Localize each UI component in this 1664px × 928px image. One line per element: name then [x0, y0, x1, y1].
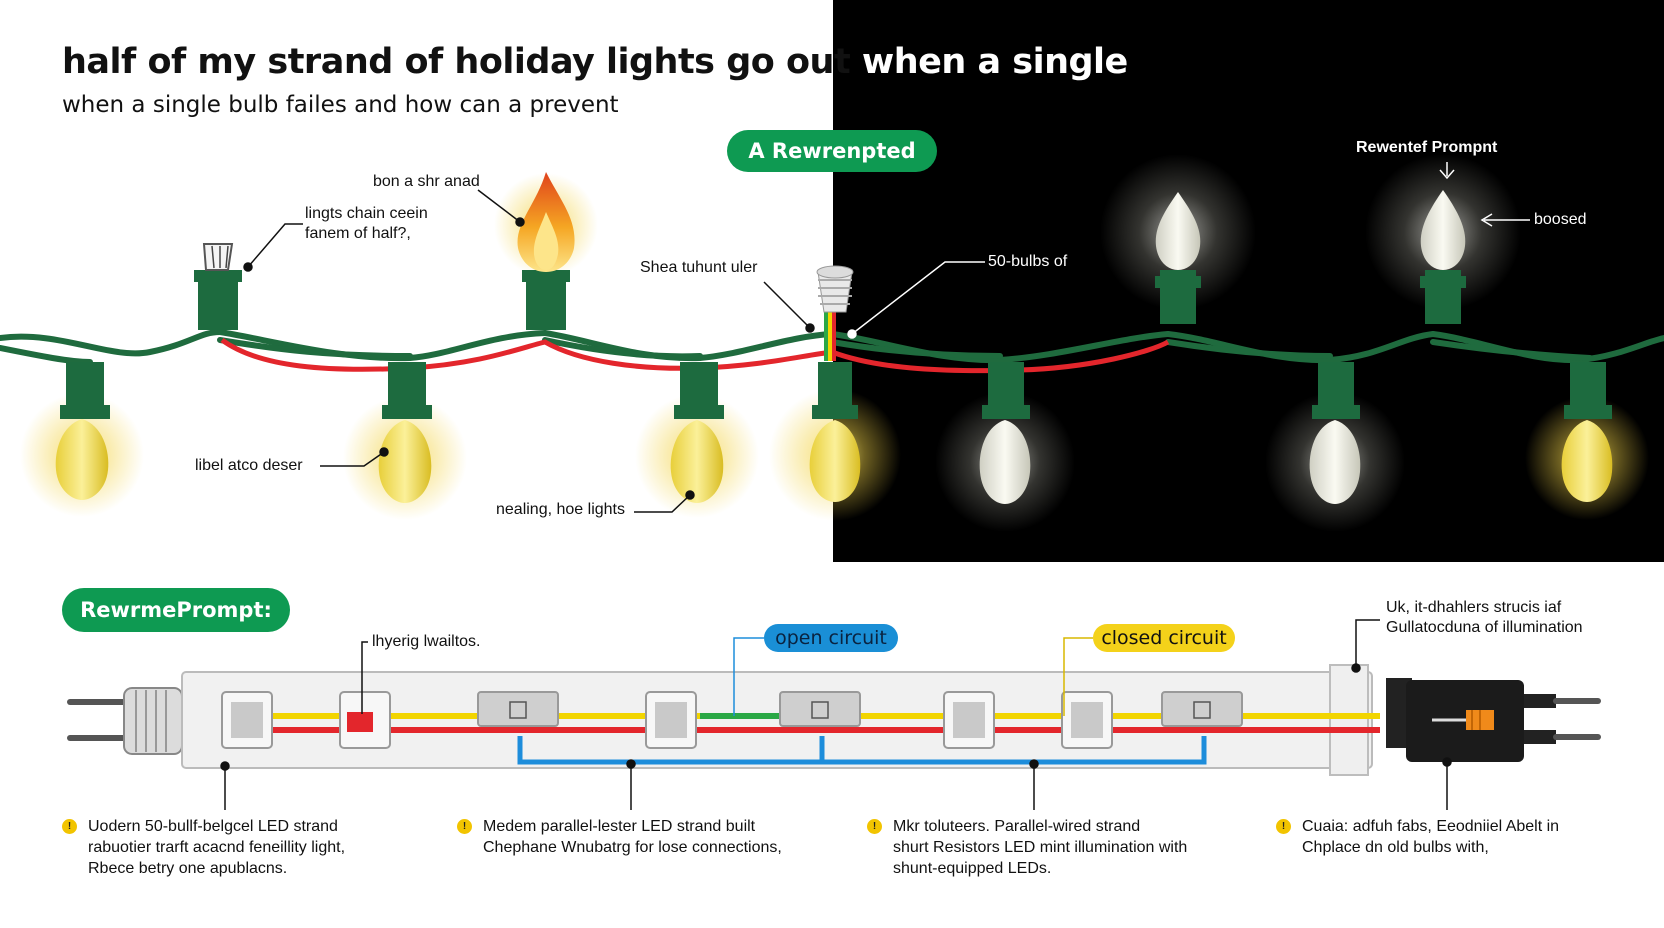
title-day-part: half of my strand of holiday lights go o… — [62, 42, 851, 82]
strip-callout-lines — [220, 619, 1452, 810]
night-bulb-standing — [1100, 154, 1256, 324]
night-bulb-hanging — [1265, 362, 1405, 532]
strip-left-label: lhyerig lwailtos. — [372, 633, 481, 650]
plug-icon — [67, 687, 183, 755]
callout-lines-night — [847, 162, 1530, 339]
caption-line: Chephane Wnubatrg for lose connections, — [483, 839, 782, 856]
socket-label-line2: fanem of half?, — [305, 225, 411, 242]
caption-line: rabuotier trarft acacnd feneillity light… — [88, 839, 346, 856]
hanging-bulb — [343, 362, 467, 520]
caption-bullet: ! — [1276, 819, 1291, 834]
controller-box-icon — [1386, 678, 1601, 762]
shunt-resistor — [779, 691, 861, 727]
wire-strand — [0, 329, 1664, 365]
caption-bullet: ! — [457, 819, 472, 834]
night-arrow-label: boosed — [1534, 211, 1587, 228]
callout-lines — [243, 189, 815, 513]
caption-4: ! Cuaia: adfuh fabs, Eeodniiel Abelt in … — [1276, 816, 1560, 858]
center-bulb-label: nealing, hoe lights — [496, 501, 625, 518]
night-header-label: Rewentef Prompnt — [1356, 139, 1498, 156]
caption-line: Cuaia: adfuh fabs, Eeodniiel Abelt in — [1302, 818, 1560, 835]
caption-line: shurt Resistors LED mint illumination wi… — [893, 839, 1188, 856]
title-night-part: when a single — [850, 42, 1128, 82]
bulb-count-label: 50-bulbs of — [988, 253, 1068, 270]
caption-line: Chplace dn old bulbs with, — [1302, 839, 1489, 856]
caption-line: Mkr toluteers. Parallel-wired strand — [893, 818, 1141, 835]
open-circuit-tag: open circuit — [764, 624, 898, 652]
junction-label: Shea tuhunt uler — [640, 259, 758, 276]
shunt-bulb-icon — [816, 265, 854, 313]
flame-label: bon a shr anad — [373, 173, 480, 190]
caption-line: Rbece betry one apublacns. — [88, 860, 288, 877]
caption-line: Medem parallel-lester LED strand built — [483, 818, 756, 835]
caption-3: ! Mkr toluteers. Parallel-wired strand s… — [867, 816, 1188, 879]
night-bulb-hanging — [935, 362, 1075, 532]
shunt-resistor — [477, 691, 559, 727]
caption-line: shunt-equipped LEDs. — [893, 860, 1052, 877]
caption-2: ! Medem parallel-lester LED strand built… — [457, 816, 782, 858]
socket-label-line1: lingts chain ceein — [305, 205, 428, 222]
strip-end-cap — [1329, 664, 1369, 776]
flame-icon — [494, 172, 598, 330]
caption-line: Uodern 50-bullf-belgcel LED strand — [88, 818, 338, 835]
burnt-out-bulb-icon — [194, 243, 242, 330]
top-badge: A Rewrenpted — [727, 130, 937, 172]
closed-circuit-tag: closed circuit — [1093, 624, 1235, 652]
caption-bullet: ! — [62, 819, 77, 834]
junction-wires — [824, 306, 836, 361]
night-bulb-hanging-lit — [1525, 362, 1649, 520]
caption-1: ! Uodern 50-bullf-belgcel LED strand rab… — [62, 816, 346, 879]
hanging-bulb — [20, 362, 144, 517]
shunt-resistor — [1161, 691, 1243, 727]
page-subtitle: when a single bulb failes and how can a … — [62, 92, 619, 118]
left-bulb-label: libel atco deser — [195, 457, 303, 474]
bottom-badge: RewrmePrompt: — [62, 588, 290, 632]
night-bulb-standing — [1365, 154, 1521, 324]
hanging-bulb — [769, 362, 901, 521]
strip-right-label-line2: Gullatocduna of illumination — [1386, 619, 1583, 636]
hanging-bulb — [635, 362, 759, 518]
page-title: half of my strand of holiday lights go o… — [62, 42, 1128, 82]
caption-bullet: ! — [867, 819, 882, 834]
strip-right-label-line1: Uk, it-dhahlers strucis iaf — [1386, 599, 1562, 616]
